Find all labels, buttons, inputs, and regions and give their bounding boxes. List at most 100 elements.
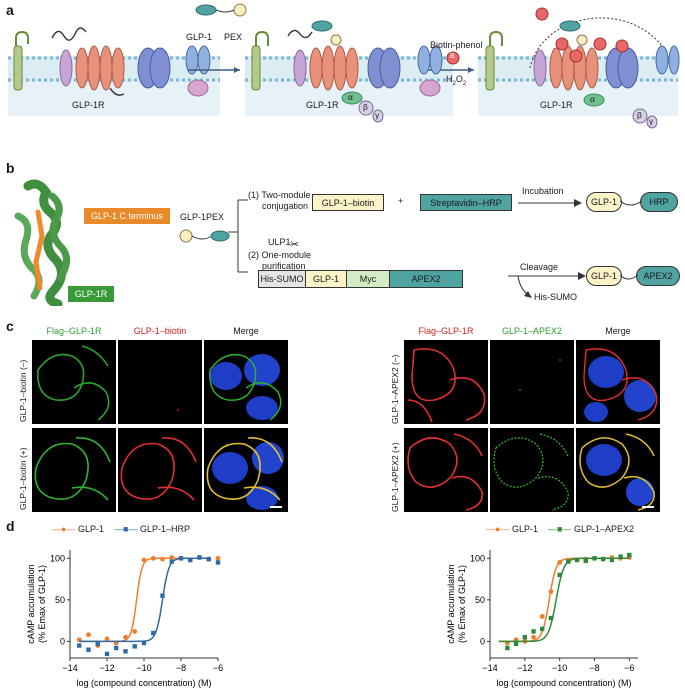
chart-left-series-2-point <box>216 560 220 564</box>
chart-right-ytick-label: 0 <box>480 636 485 646</box>
reagent-biotin-phenol: Biotin-phenol <box>430 40 483 50</box>
legend-left-label-2: GLP-1–HRP <box>140 524 190 534</box>
micro-left-r2c1 <box>32 428 116 512</box>
ligand-label-pex: PEX <box>224 32 242 42</box>
legend-right: —●— GLP-1 —■— GLP-1–APEX2 <box>486 524 634 534</box>
chart-right-series-1-point <box>549 589 554 594</box>
micro-right-r1c2 <box>490 340 574 424</box>
micro-right-r2c2 <box>490 428 574 512</box>
chart-left-series-2-point <box>207 557 211 561</box>
c-left-row-2: GLP-1–biotin (+) <box>18 447 28 510</box>
chart-left-series-2-point <box>197 555 201 559</box>
chart-left-series-1-point <box>132 629 137 634</box>
c-right-col-3: Merge <box>576 326 660 336</box>
ulp1-label: ULP1 <box>268 237 291 247</box>
legend-right-label-2: GLP-1–APEX2 <box>574 524 634 534</box>
chart-right-series-2-point <box>584 559 588 563</box>
micro-left-r1c2 <box>118 340 202 424</box>
legend-left-label-1: GLP-1 <box>78 524 104 534</box>
receptor-label-1: GLP-1R <box>72 100 105 110</box>
micro-left-r1c3 <box>204 340 288 424</box>
chart-left-ytick-label: 50 <box>55 595 65 605</box>
chart-left-series-2-point <box>86 647 90 651</box>
chart-right-series-1-point <box>540 614 545 619</box>
receptor-label-2: GLP-1R <box>306 100 339 110</box>
chart-right-series-2-point <box>575 558 579 562</box>
glp1-biotin-box: GLP-1–biotin <box>312 194 384 211</box>
chart-right-series-2-curve <box>499 558 630 641</box>
product2-glp1: GLP-1 <box>586 266 622 286</box>
receptor-label-3: GLP-1R <box>540 100 573 110</box>
chart-right-series-2-point <box>540 627 544 631</box>
g-alpha-label-2: α <box>348 92 353 102</box>
chart-left-series-2-point <box>170 559 174 563</box>
product2-apex2: APEX2 <box>636 266 680 286</box>
chart-left-series-1-point <box>86 632 91 637</box>
ligand-label-glp1: GLP-1 <box>186 32 212 42</box>
chart-left-series-2-point <box>142 641 146 645</box>
chart-right-series-1-curve <box>499 558 630 641</box>
chart-right-series-2-point <box>549 616 553 620</box>
panel-letter-d: d <box>6 518 15 534</box>
micro-left-r1c1 <box>32 340 116 424</box>
chart-right-series-1-point <box>557 560 562 565</box>
c-right-row-1: GLP-1–APEX2 (–) <box>390 355 400 424</box>
panel-letter-c: c <box>6 318 14 334</box>
chart-right-ylabel-1: cAMP accumulation <box>446 564 456 643</box>
chart-left-xtick-label: −8 <box>176 663 186 673</box>
g-gamma-label-3: γ <box>649 116 653 126</box>
his-sumo-byproduct: His-SUMO <box>534 292 577 302</box>
chart-left-series-1-curve <box>79 558 209 641</box>
chart-left-series-2-curve <box>79 558 209 641</box>
micro-left-r2c3 <box>204 428 288 512</box>
glp1-icon <box>234 4 246 16</box>
g-beta-label-2: β <box>363 102 368 112</box>
chart-left-ytick-label: 100 <box>50 553 65 563</box>
g-alpha-label-3: α <box>590 94 595 104</box>
chart-right-series-2-point <box>523 635 527 639</box>
scissors-icon: ✂ <box>290 238 299 251</box>
chart-right-ylabel-2: (% Emax of GLP-1) <box>457 565 467 643</box>
chart-left-ytick-label: 0 <box>60 636 65 646</box>
micro-right-r1c1 <box>404 340 488 424</box>
chart-left-series-2-point <box>179 556 183 560</box>
product2-linker <box>620 268 638 282</box>
apex2-segment: APEX2 <box>389 270 463 288</box>
micro-right-r2c1 <box>404 428 488 512</box>
chart-left-xtick-label: −10 <box>136 663 151 673</box>
chart-left-ylabel-2: (% Emax of GLP-1) <box>37 565 47 643</box>
chart-right-series-2-point <box>566 559 570 563</box>
chart-left-series-1-point <box>216 556 221 561</box>
c-right-col-1: Flag–GLP-1R <box>404 326 488 336</box>
legend-right-marker-2: —■— <box>548 524 571 534</box>
chart-left-xtick-label: −12 <box>99 663 114 673</box>
chart-left-xtick-label: −6 <box>213 663 223 673</box>
legend-right-marker-1: —●— <box>486 524 509 534</box>
chart-right-series-2-point <box>601 557 605 561</box>
g-beta-label-3: β <box>637 110 642 120</box>
reagent-h2o2: H2O2 <box>446 74 466 87</box>
chart-right-ytick-label: 100 <box>470 553 485 563</box>
b-ligand-icon <box>176 224 230 248</box>
chart-right-xtick-label: −10 <box>552 663 567 673</box>
chart-left-series-2-point <box>114 646 118 650</box>
streptavidin-hrp-box: Streptavidin–HRP <box>420 194 512 211</box>
chart-left-series-1-point <box>169 555 174 560</box>
chart-left-xtick-label: −14 <box>62 663 77 673</box>
c-right-col-2: GLP-1–APEX2 <box>490 326 574 336</box>
c-right-row-2: GLP-1–APEX2 (+) <box>390 442 400 512</box>
chart-left-xlabel: log (compound concentration) (M) <box>76 678 211 688</box>
product1-linker <box>620 194 642 208</box>
chart-right-xlabel: log (compound concentration) (M) <box>496 678 631 688</box>
chart-left-series-1-point <box>142 558 147 563</box>
chart-left-series-2-point <box>96 642 100 646</box>
c-left-col-1: Flag–GLP-1R <box>32 326 116 336</box>
b-branch-lines <box>228 186 248 286</box>
glp1-segment: GLP-1 <box>305 270 347 288</box>
micro-right-r2c3 <box>576 428 660 512</box>
route1-plus: + <box>398 196 403 206</box>
micro-left-r2c2 <box>118 428 202 512</box>
chart-left-series-2-point <box>188 558 192 562</box>
route2-title-1: (2) One-module <box>248 250 311 260</box>
